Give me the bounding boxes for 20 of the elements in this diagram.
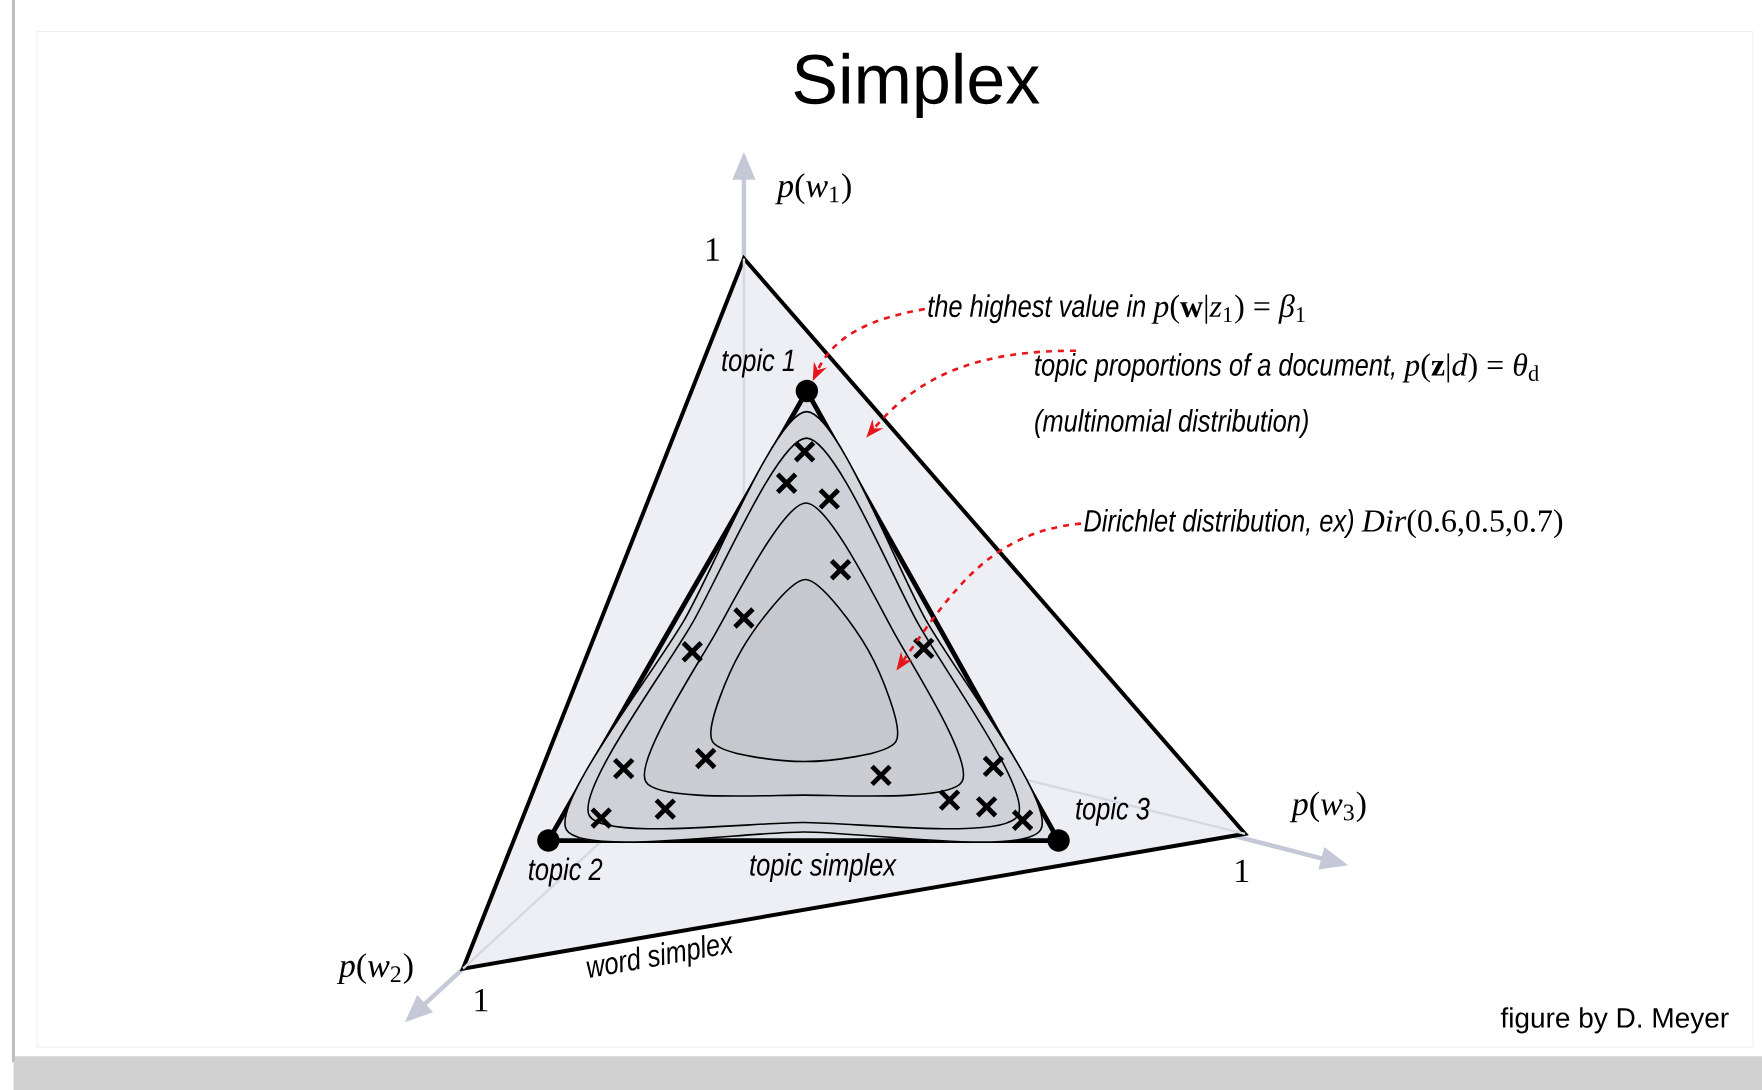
vertex-label: topic 1 — [722, 348, 794, 378]
axis-label: 1 — [706, 238, 719, 261]
annotation-text: Dirichlet distribution, ex) Dir(0.6,0.5,0.7) — [1084, 509, 1563, 539]
contour-line — [710, 578, 899, 763]
annotation-text: the highest value in p(w|z$_{1}$) = β$_{1}$ — [928, 294, 1305, 324]
vertex-label: topic 3 — [1076, 796, 1150, 826]
credit-text: figure by D. Meyer — [1500, 1007, 1729, 1034]
title: Simplex — [794, 52, 1040, 118]
axis-label: p(w$_{1}$) — [775, 173, 851, 205]
vertex-dot — [537, 829, 560, 852]
axis-label: p(w$_{3}$) — [1289, 791, 1366, 823]
axis-label: p(w$_{2}$) — [336, 953, 413, 985]
annotation-text: topic proportions of a document, p(z|d) = θ$_{d}$ (multinomial distribution) — [1035, 353, 1539, 438]
vertex-dot — [1047, 829, 1070, 852]
axis-label: 1 — [1236, 859, 1249, 883]
axis-label: 1 — [475, 988, 488, 1012]
simplex-label: word simplex — [586, 934, 733, 978]
vertex-label: topic 2 — [528, 857, 603, 887]
simplex-label: topic simplex — [750, 853, 897, 882]
vertex-dot — [795, 379, 819, 403]
